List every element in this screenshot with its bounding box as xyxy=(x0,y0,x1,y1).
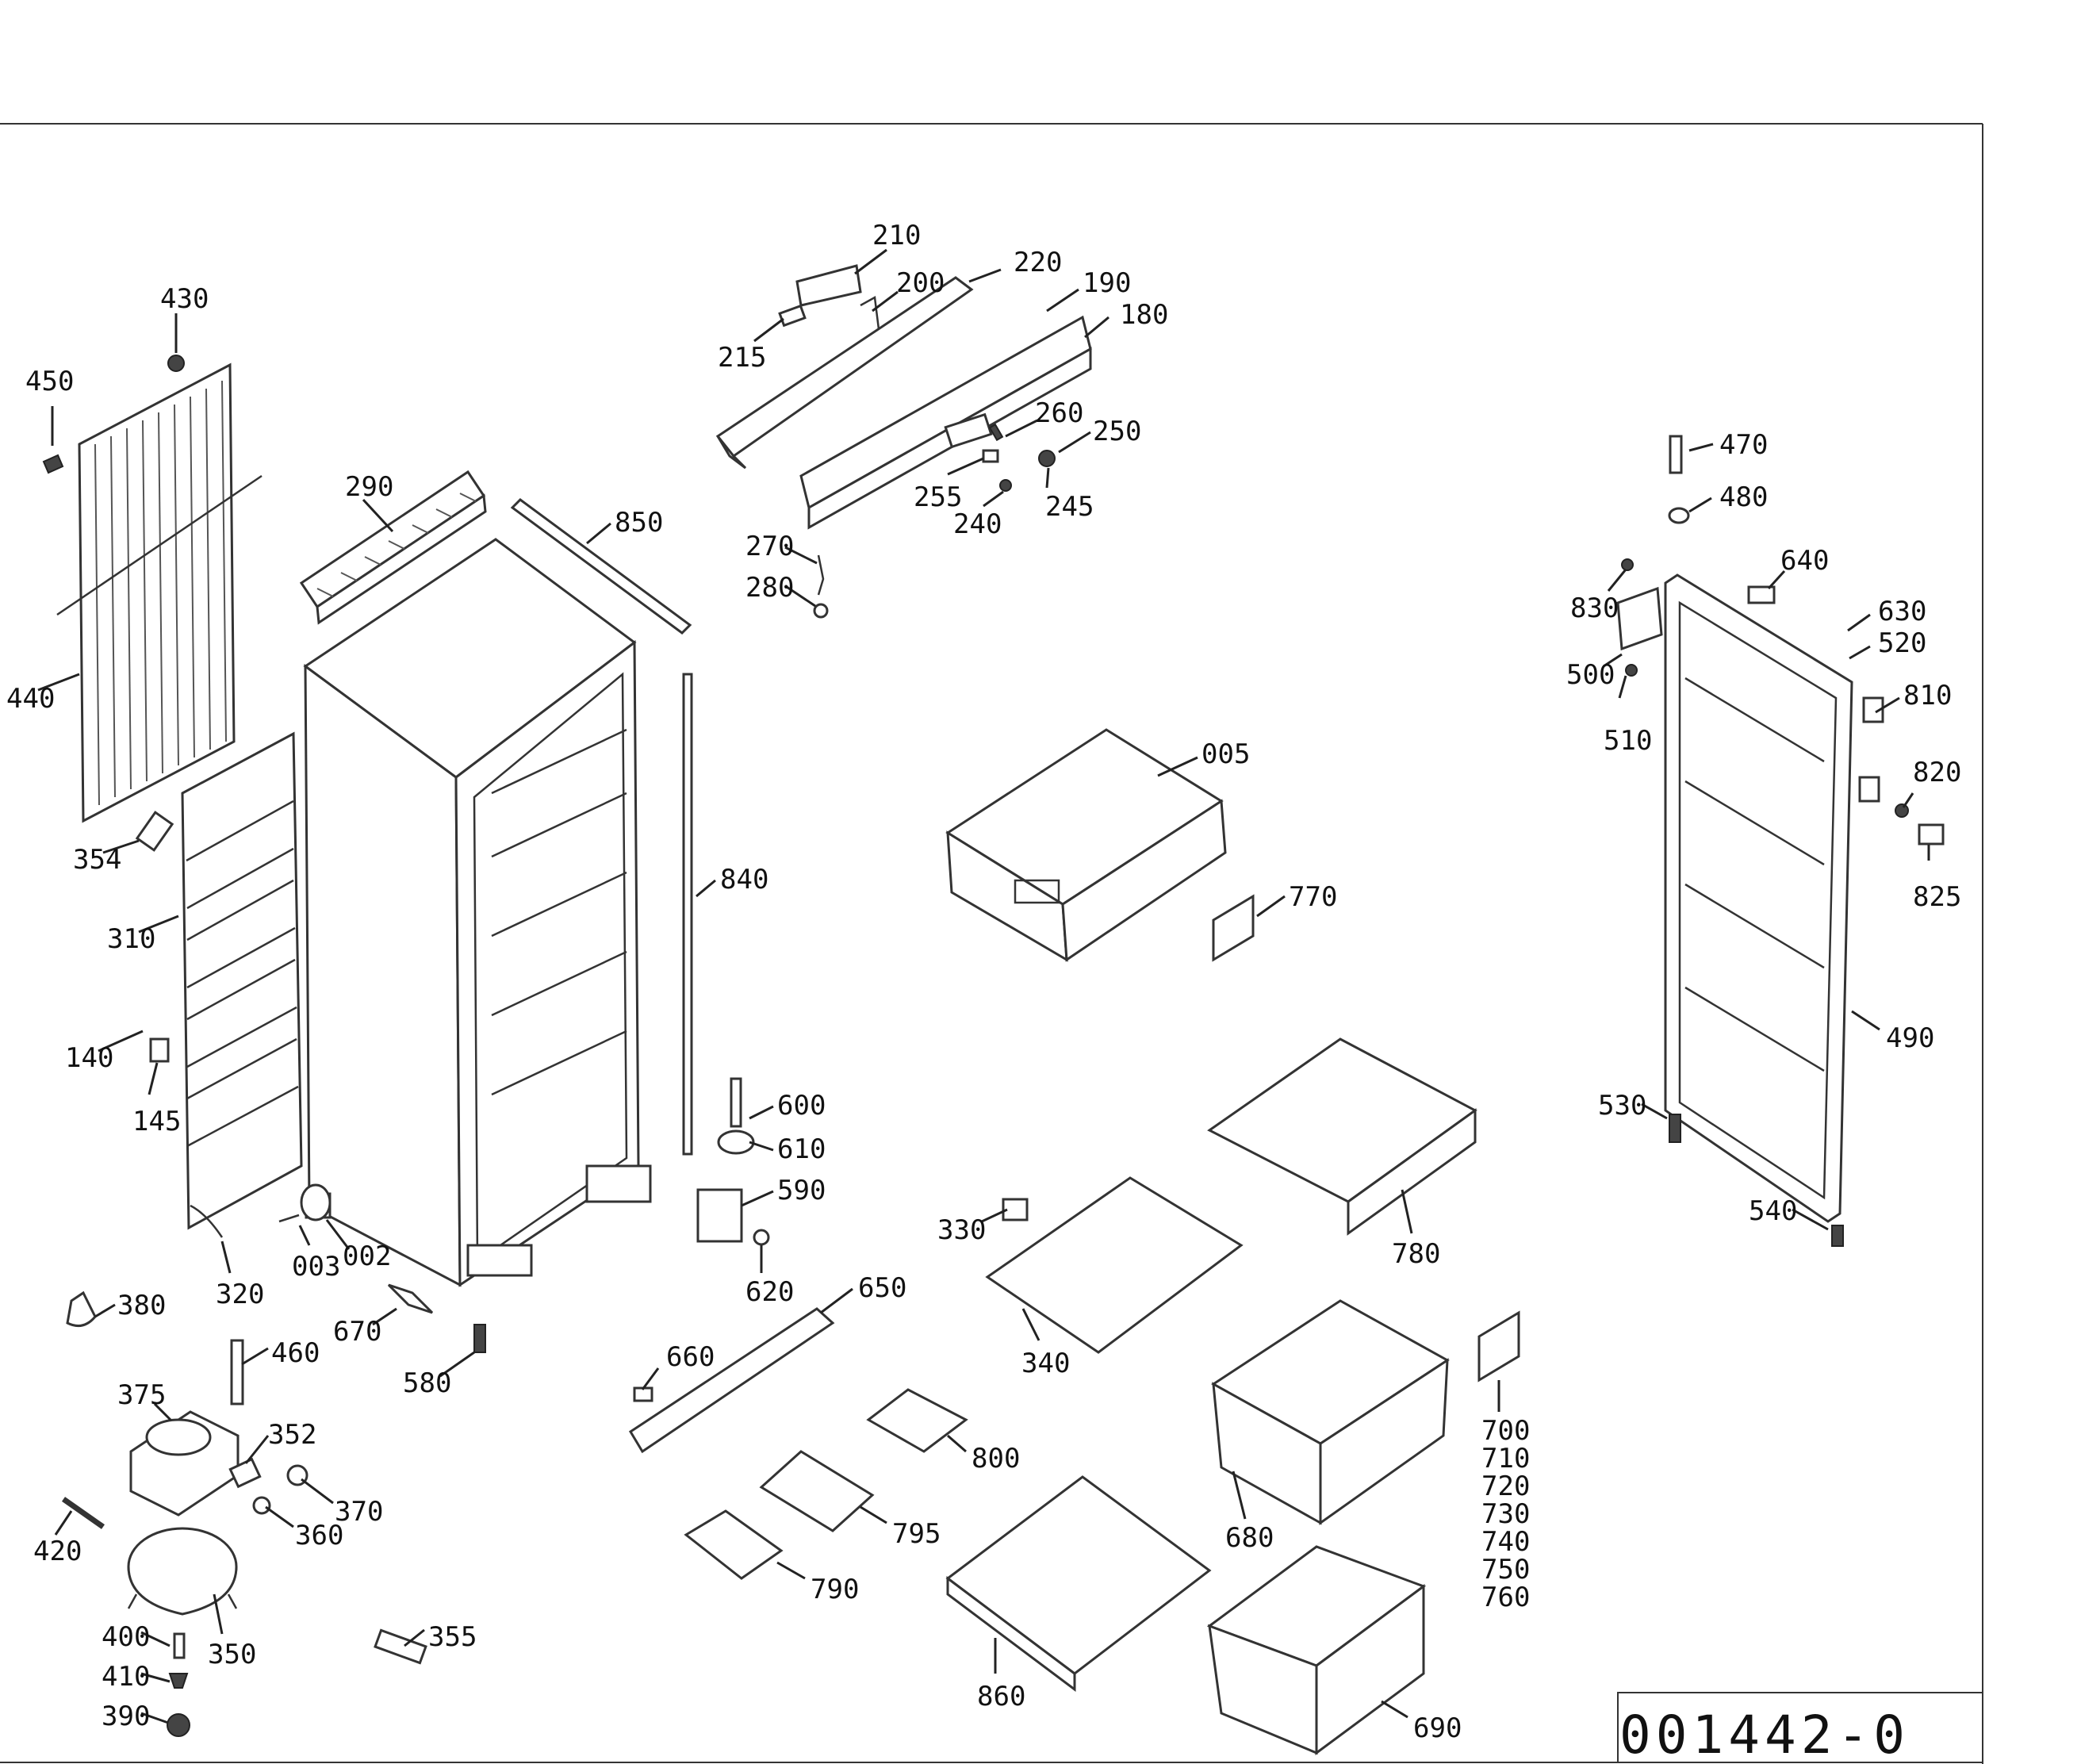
callout-140: 140 xyxy=(65,1042,113,1074)
drawing-code: 001442-0 xyxy=(1619,1705,1910,1764)
callout-490: 490 xyxy=(1886,1022,1934,1054)
accessory-trays xyxy=(684,1388,968,1580)
callout-360: 360 xyxy=(295,1520,343,1551)
callout-460: 460 xyxy=(271,1337,320,1369)
callout-390: 390 xyxy=(102,1701,150,1732)
callout-200: 200 xyxy=(896,267,945,299)
callout-002: 002 xyxy=(343,1241,391,1272)
callout-450: 450 xyxy=(25,366,74,397)
door-part xyxy=(1616,435,1945,1247)
gasket-strips xyxy=(510,498,693,1156)
callout-810: 810 xyxy=(1903,680,1952,711)
callout-215: 215 xyxy=(718,342,766,374)
shelves-part xyxy=(985,1037,1477,1354)
callout-354: 354 xyxy=(73,844,121,876)
callout-850: 850 xyxy=(615,507,663,539)
hinge-group xyxy=(628,1077,835,1454)
callout-660: 660 xyxy=(666,1341,715,1373)
callout-720: 720 xyxy=(1481,1471,1530,1502)
callout-700: 700 xyxy=(1481,1415,1530,1447)
callout-330: 330 xyxy=(937,1214,986,1246)
callout-780: 780 xyxy=(1392,1238,1440,1270)
callout-510: 510 xyxy=(1604,725,1652,757)
callout-180: 180 xyxy=(1120,299,1168,331)
condenser-fins xyxy=(94,380,227,806)
callout-600: 600 xyxy=(777,1090,826,1122)
callout-610: 610 xyxy=(777,1133,826,1165)
leader-lines xyxy=(37,248,1930,1724)
cabinet-body xyxy=(303,538,652,1287)
callout-410: 410 xyxy=(102,1661,150,1693)
callout-770: 770 xyxy=(1289,881,1337,913)
callout-420: 420 xyxy=(33,1536,82,1567)
callout-430: 430 xyxy=(160,283,209,315)
callout-440: 440 xyxy=(6,683,55,715)
control-housing-part xyxy=(945,728,1255,962)
callout-280: 280 xyxy=(745,572,794,604)
callout-320: 320 xyxy=(216,1279,264,1310)
callout-220: 220 xyxy=(1014,247,1062,278)
evaporator-back-panel xyxy=(149,731,303,1238)
callout-860: 860 xyxy=(977,1681,1025,1712)
callout-003: 003 xyxy=(292,1251,340,1283)
title-block: 001442-0 xyxy=(1617,1692,1983,1764)
callout-795: 795 xyxy=(892,1518,941,1550)
callout-355: 355 xyxy=(428,1621,477,1653)
callout-500: 500 xyxy=(1566,659,1615,691)
callout-labels: 430 450 440 354 310 140 145 320 380 375 … xyxy=(6,220,1961,1744)
callout-840: 840 xyxy=(720,864,768,895)
callout-145: 145 xyxy=(132,1106,181,1137)
callout-370: 370 xyxy=(335,1496,383,1528)
callout-520: 520 xyxy=(1878,627,1926,659)
callout-190: 190 xyxy=(1083,267,1131,299)
callout-380: 380 xyxy=(117,1290,166,1321)
top-grille-part xyxy=(299,470,487,625)
callout-530: 530 xyxy=(1598,1090,1646,1122)
callout-270: 270 xyxy=(745,531,794,562)
callout-790: 790 xyxy=(811,1574,859,1605)
control-panel-group xyxy=(715,264,1092,619)
callout-710: 710 xyxy=(1481,1443,1530,1474)
callout-290: 290 xyxy=(345,471,393,503)
callout-255: 255 xyxy=(914,481,962,513)
callout-830: 830 xyxy=(1570,592,1619,624)
callout-740: 740 xyxy=(1481,1526,1530,1558)
callout-005: 005 xyxy=(1201,738,1250,770)
callout-750: 750 xyxy=(1481,1554,1530,1586)
callout-690: 690 xyxy=(1413,1712,1462,1744)
callout-540: 540 xyxy=(1749,1195,1797,1227)
cabinet-hardware xyxy=(278,1183,486,1353)
callout-650: 650 xyxy=(858,1272,906,1304)
callout-480: 480 xyxy=(1719,481,1768,513)
callout-245: 245 xyxy=(1045,491,1094,523)
compressor-group xyxy=(61,1290,427,1737)
callout-400: 400 xyxy=(102,1621,150,1653)
callout-310: 310 xyxy=(107,923,155,955)
callout-730: 730 xyxy=(1481,1498,1530,1530)
callout-350: 350 xyxy=(208,1639,256,1670)
drawers-part xyxy=(945,1299,1520,1755)
callout-470: 470 xyxy=(1719,429,1768,461)
callout-250: 250 xyxy=(1093,416,1141,447)
callout-352: 352 xyxy=(268,1419,316,1451)
callout-590: 590 xyxy=(777,1175,826,1206)
callout-580: 580 xyxy=(403,1367,451,1399)
callout-210: 210 xyxy=(872,220,921,251)
callout-670: 670 xyxy=(333,1316,381,1348)
callout-680: 680 xyxy=(1225,1522,1274,1554)
callout-340: 340 xyxy=(1021,1348,1070,1379)
callout-800: 800 xyxy=(972,1443,1020,1474)
callout-260: 260 xyxy=(1035,397,1083,429)
condenser-part xyxy=(42,355,263,852)
callout-825: 825 xyxy=(1913,881,1961,913)
callout-820: 820 xyxy=(1913,757,1961,788)
callout-375: 375 xyxy=(117,1379,166,1411)
callout-640: 640 xyxy=(1780,545,1829,577)
callout-620: 620 xyxy=(745,1276,794,1308)
callout-240: 240 xyxy=(953,508,1002,540)
callout-760: 760 xyxy=(1481,1582,1530,1613)
callout-630: 630 xyxy=(1878,596,1926,627)
